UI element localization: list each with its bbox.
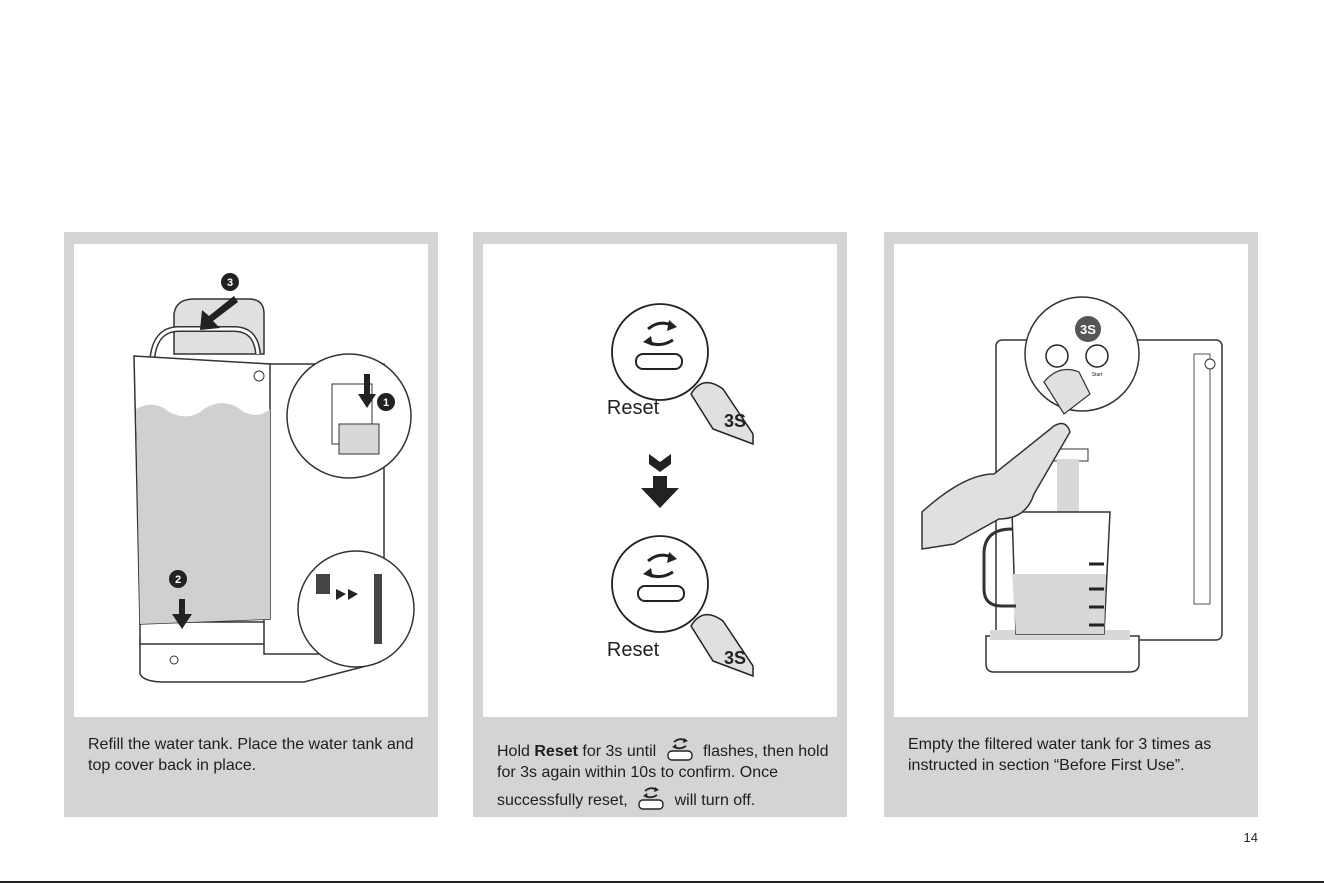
reset-caption: Hold Reset for 3s until flashes, then ho… — [497, 734, 832, 811]
reset-button-drawing: Reset 3S Reset 3S — [607, 303, 754, 678]
reset-caption-bold: Reset — [534, 743, 578, 760]
duration-label-top: 3S — [724, 411, 746, 431]
marker-1: 1 — [383, 397, 389, 409]
reset-label-bottom: Reset — [607, 639, 660, 661]
duration-badge: 3S — [1080, 322, 1096, 337]
reset-caption-part-4: will turn off. — [670, 792, 756, 809]
reset-label-top: Reset — [607, 397, 660, 419]
refill-caption: Refill the water tank. Place the water t… — [88, 736, 414, 774]
dispenser-drawing: 3S Start — [921, 296, 1223, 673]
marker-2: 2 — [175, 574, 181, 586]
step-panel-reset: Reset 3S Reset 3S Hold Reset for 3s unti… — [473, 232, 847, 817]
refill-illustration: 2 3 1 — [74, 244, 428, 717]
empty-tank-illustration: 3S Start — [894, 244, 1248, 717]
reset-illustration: Reset 3S Reset 3S — [483, 244, 837, 717]
step-panel-refill: 2 3 1 Refill the water tank. Place the w… — [64, 232, 438, 817]
page-number: 14 — [1243, 830, 1258, 845]
filter-reset-icon — [666, 738, 693, 761]
refill-tank-drawing: 2 3 1 — [133, 273, 415, 683]
reset-caption-part-2: for 3s until — [577, 743, 661, 760]
duration-label-bottom: 3S — [724, 648, 746, 668]
marker-3: 3 — [227, 277, 233, 289]
filter-reset-icon-2 — [638, 787, 664, 810]
empty-caption: Empty the filtered water tank for 3 time… — [908, 736, 1212, 774]
reset-caption-part-1: Hold — [497, 743, 535, 760]
step-panel-empty: 3S Start Empty the filtered water tank f… — [884, 232, 1258, 817]
reset-caption-part-3: flashes, then hold for 3s again within 1… — [497, 743, 829, 809]
bottom-divider — [0, 881, 1324, 883]
start-label: Start — [1092, 372, 1103, 378]
